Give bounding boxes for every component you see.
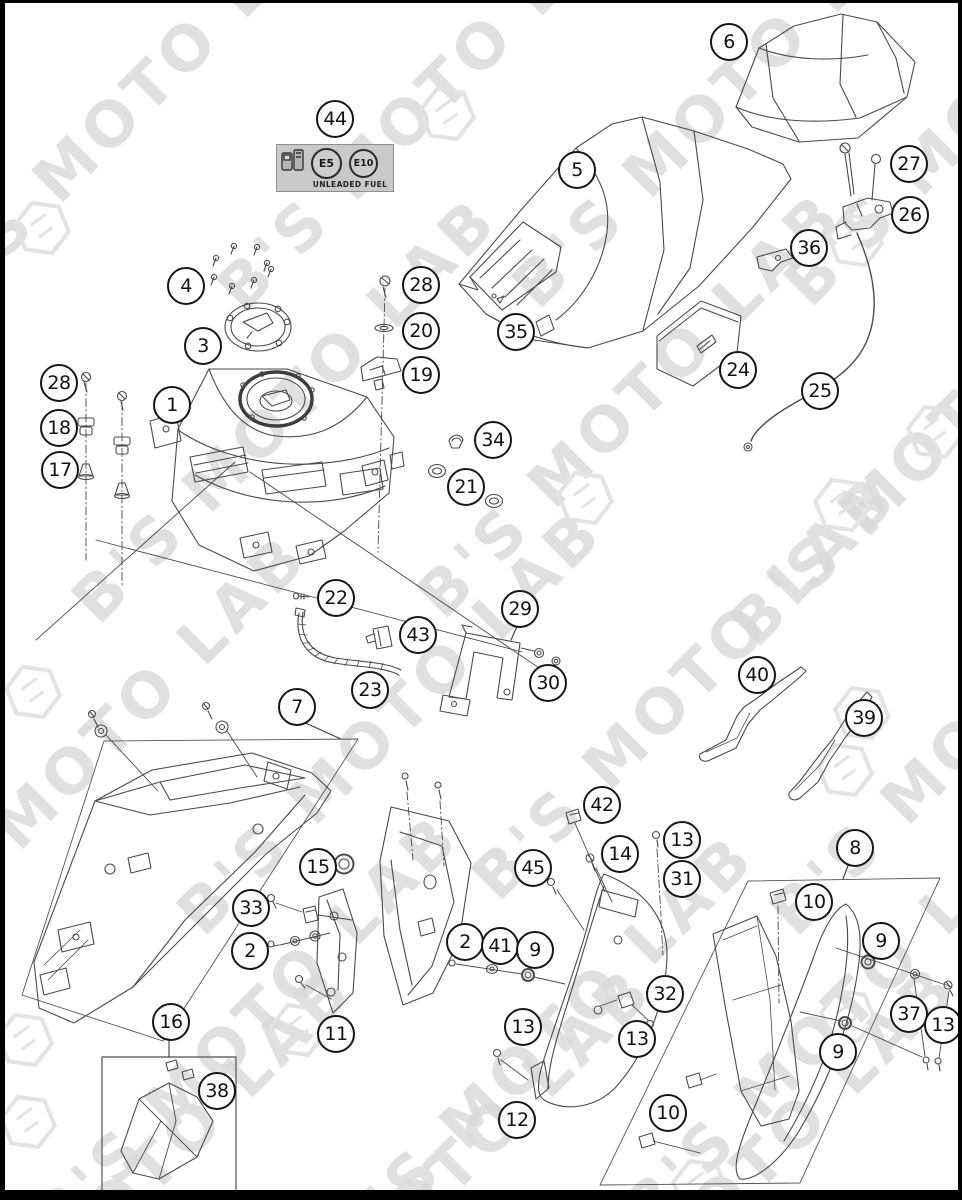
fuel-type-label: E5 E10 UNLEADED FUEL [276,144,394,192]
seat-cowl-drawing [735,13,916,143]
scan-border-top [0,0,962,3]
callout-41[interactable]: 41 [481,927,519,965]
seat-drawing [458,116,792,349]
callout-31[interactable]: 31 [663,860,701,898]
tank-screws-drawing [210,242,275,295]
callout-16[interactable]: 16 [152,1003,190,1041]
callout-8[interactable]: 8 [836,829,874,867]
callout-26[interactable]: 26 [891,196,929,234]
callout-4[interactable]: 4 [167,267,205,305]
callout-30[interactable]: 30 [529,664,567,702]
side-cover-left-group-drawing [21,701,359,1042]
callout-14[interactable]: 14 [601,835,639,873]
callout-13[interactable]: 13 [924,1006,962,1044]
watermark-pentagon-logo [818,988,878,1044]
watermark-pentagon-logo [417,86,477,142]
callout-9[interactable]: 9 [819,1033,857,1071]
callout-25[interactable]: 25 [801,372,839,410]
callout-22[interactable]: 22 [317,579,355,617]
callout-13[interactable]: 13 [618,1020,656,1058]
callout-38[interactable]: 38 [198,1072,236,1110]
middle-assembly-drawing [266,772,668,1108]
callout-1[interactable]: 1 [153,386,191,424]
callout-3[interactable]: 3 [184,327,222,365]
callout-2[interactable]: 2 [231,932,269,970]
callout-leader-line [300,720,342,740]
side-cover-right-group-drawing [599,877,954,1186]
watermark-pentagon-logo [3,664,63,720]
callout-37[interactable]: 37 [890,995,928,1033]
watermark-pentagon-logo [555,470,615,526]
scan-border-right [958,0,962,1200]
callout-32[interactable]: 32 [646,975,684,1013]
callout-39[interactable]: 39 [845,699,883,737]
watermark-pentagon-logo [812,477,872,533]
callout-45[interactable]: 45 [514,849,552,887]
fuel-label-caption: UNLEADED FUEL [312,180,388,189]
callout-42[interactable]: 42 [583,786,621,824]
watermark-pentagon-logo [905,404,962,460]
callout-7[interactable]: 7 [278,688,316,726]
tank-rear-mount-column-drawing [360,275,402,553]
callout-43[interactable]: 43 [399,616,437,654]
callout-6[interactable]: 6 [710,23,748,61]
callout-9[interactable]: 9 [862,922,900,960]
tank-front-mount-columns-drawing [77,371,131,587]
e5-badge: E5 [311,148,342,179]
scan-border-bottom [0,1190,962,1200]
e10-badge: E10 [349,149,378,178]
callout-21[interactable]: 21 [447,468,485,506]
fuel-tank-group-drawing [35,242,549,675]
callout-34[interactable]: 34 [474,421,512,459]
callout-36[interactable]: 36 [790,229,828,267]
watermark-pentagon-logo [0,1012,55,1068]
callout-27[interactable]: 27 [890,145,928,183]
watermark-pentagon-logo [12,200,72,256]
callout-10[interactable]: 10 [649,1094,687,1132]
callout-11[interactable]: 11 [317,1015,355,1053]
watermark-pentagon-logo [268,1002,328,1058]
callout-9[interactable]: 9 [516,931,554,969]
fuel-pump-icon [281,149,304,171]
callout-28[interactable]: 28 [402,266,440,304]
callout-17[interactable]: 17 [41,451,79,489]
callout-10[interactable]: 10 [795,883,833,921]
scan-border-left [0,0,5,1200]
callout-2[interactable]: 2 [446,923,484,961]
protection-strips-drawing [699,666,873,801]
callout-29[interactable]: 29 [501,590,539,628]
callout-28[interactable]: 28 [40,364,78,402]
callout-44[interactable]: 44 [316,100,354,138]
callout-5[interactable]: 5 [558,151,596,189]
callout-12[interactable]: 12 [498,1101,536,1139]
callout-13[interactable]: 13 [663,821,701,859]
callout-13[interactable]: 13 [504,1008,542,1046]
callout-15[interactable]: 15 [299,848,337,886]
callout-35[interactable]: 35 [497,313,535,351]
watermark-pentagon-logo [825,212,885,268]
callout-40[interactable]: 40 [738,656,776,694]
filler-cap-drawing [224,302,292,352]
callout-20[interactable]: 20 [402,312,440,350]
callout-18[interactable]: 18 [40,409,78,447]
callout-23[interactable]: 23 [351,671,389,709]
seat-lock-group-drawing [743,142,894,452]
callout-33[interactable]: 33 [232,889,270,927]
callout-24[interactable]: 24 [719,351,757,389]
callout-19[interactable]: 19 [402,356,440,394]
